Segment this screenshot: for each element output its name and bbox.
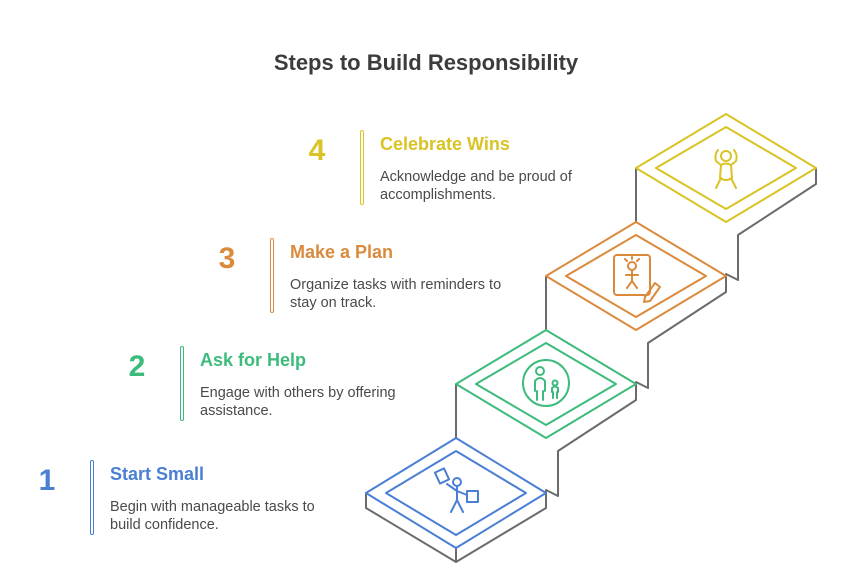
planning-board-icon [613, 254, 661, 303]
step-3-description: Organize tasks with reminders to stay on… [290, 277, 502, 311]
step-1-bar [90, 460, 94, 535]
celebrating-child-icon [714, 149, 738, 189]
step-4-heading: Celebrate Wins [380, 134, 510, 154]
step-3-heading: Make a Plan [290, 242, 394, 262]
step-2-heading: Ask for Help [200, 350, 307, 370]
person-with-boxes-icon [433, 467, 479, 513]
step-1-number: 1 [38, 464, 56, 497]
step-2-number: 2 [128, 350, 146, 383]
page-title: Steps to Build Responsibility [273, 50, 579, 75]
step-3-number: 3 [218, 242, 236, 275]
step-2-bar [180, 346, 184, 421]
step-4-bar [360, 130, 364, 205]
platform-step-4 [635, 113, 817, 223]
step-4-number: 4 [308, 134, 326, 167]
stair-outline [365, 168, 817, 563]
adult-and-child-icon [522, 359, 570, 407]
step-1-description: Begin with manageable tasks to build con… [110, 499, 315, 533]
step-1-heading: Start Small [110, 464, 205, 484]
step-2-description: Engage with others by offering assistanc… [200, 385, 396, 419]
step-4-description: Acknowledge and be proud of accomplishme… [380, 169, 572, 203]
step-3-bar [270, 238, 274, 313]
